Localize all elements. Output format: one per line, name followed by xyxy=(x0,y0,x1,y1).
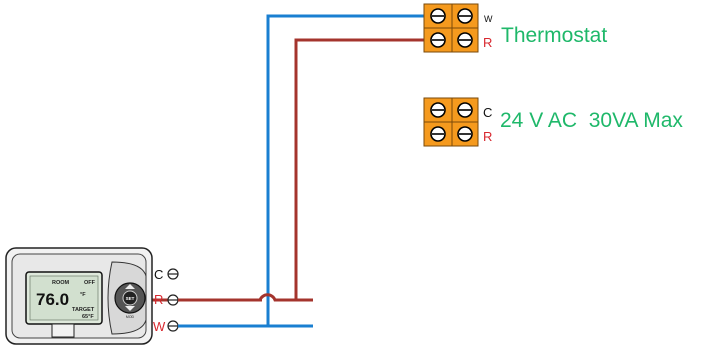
target-value: 65°F xyxy=(82,314,94,320)
wire-w-blue xyxy=(266,14,428,328)
up-arrow-icon[interactable] xyxy=(125,284,135,289)
set-button-label: SET xyxy=(126,296,135,301)
terminal-label-r: R xyxy=(483,35,492,50)
terminal-label-c: C xyxy=(483,105,492,120)
down-arrow-icon[interactable] xyxy=(125,306,135,311)
screw-icon xyxy=(457,8,473,24)
device-terminal-label-c: C xyxy=(154,267,163,282)
room-label: ROOM xyxy=(52,280,70,286)
power-label: 24 V AC 30VA Max xyxy=(500,109,683,132)
screw-icon xyxy=(430,8,446,24)
mode-button-label: MOD xyxy=(126,315,135,319)
lcd-tab xyxy=(51,323,75,338)
set-button[interactable] xyxy=(122,290,138,306)
thermostat-device: ROOM OFF 76.0 °F TARGET 65°F SET MOD C R… xyxy=(5,247,179,345)
target-label: TARGET xyxy=(72,307,95,313)
device-terminal-label-w: W xyxy=(153,319,166,334)
thermostat-terminal-block: W R Thermostat xyxy=(423,3,607,53)
screw-icon xyxy=(457,32,473,48)
wires xyxy=(150,14,428,328)
screw-icon xyxy=(457,126,473,142)
screw-icon xyxy=(167,294,179,306)
room-temperature: 76.0 xyxy=(36,290,69,309)
mode-label: OFF xyxy=(84,280,96,286)
screw-icon xyxy=(430,32,446,48)
terminal-label-r: R xyxy=(483,129,492,144)
screw-icon xyxy=(457,102,473,118)
screw-icon xyxy=(430,102,446,118)
device-terminal-label-r: R xyxy=(154,292,163,307)
wire-r-red xyxy=(220,38,428,302)
screw-icon xyxy=(167,268,179,280)
terminal-label-w: W xyxy=(484,14,493,24)
thermostat-label: Thermostat xyxy=(501,24,607,47)
power-terminal-block: C R 24 V AC 30VA Max xyxy=(423,97,683,147)
screw-icon xyxy=(430,126,446,142)
screw-icon xyxy=(167,320,179,332)
temperature-unit: °F xyxy=(80,292,86,298)
